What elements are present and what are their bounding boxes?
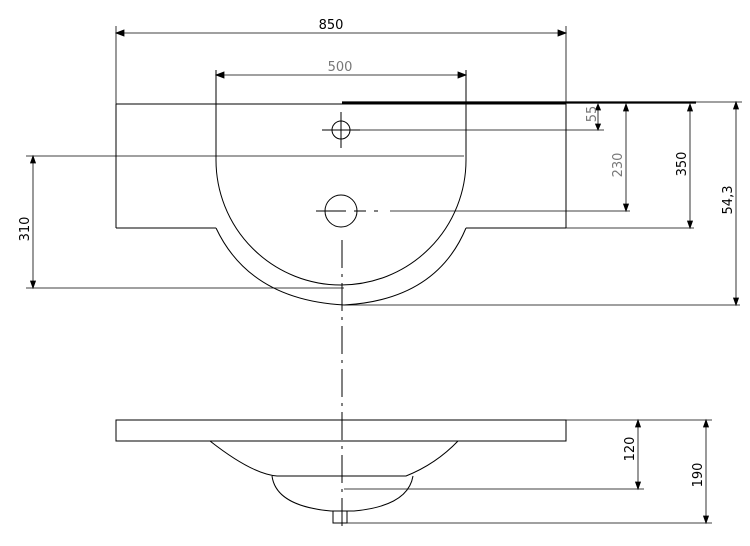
dim-350-label: 350 [675, 152, 690, 177]
bowl-inner-outline [215, 70, 467, 286]
dim-500-label: 500 [328, 60, 353, 75]
dim-55 [350, 102, 604, 132]
side-bowl-outline [209, 440, 459, 477]
dim-190 [347, 418, 712, 525]
side-drain-outlet [332, 510, 348, 524]
dim-190-label: 190 [691, 463, 706, 488]
dim-54-3-label: 54,3 [721, 186, 736, 215]
side-countertop [115, 419, 567, 442]
dim-55-label: 55 [585, 106, 600, 123]
dim-500 [214, 71, 468, 79]
dim-120 [344, 418, 644, 491]
dim-310-label: 310 [18, 217, 33, 242]
dim-350 [566, 102, 694, 230]
plan-view [115, 70, 696, 530]
dim-310 [26, 154, 464, 290]
dim-850-label: 850 [319, 18, 344, 33]
bowl-outer-outline [215, 227, 467, 306]
countertop-outline [115, 103, 567, 229]
dim-230 [390, 102, 630, 213]
dim-850 [114, 26, 568, 104]
dim-120-label: 120 [623, 437, 638, 462]
dim-54-3 [344, 100, 742, 307]
dim-230-label: 230 [611, 153, 626, 178]
side-view [115, 419, 567, 524]
